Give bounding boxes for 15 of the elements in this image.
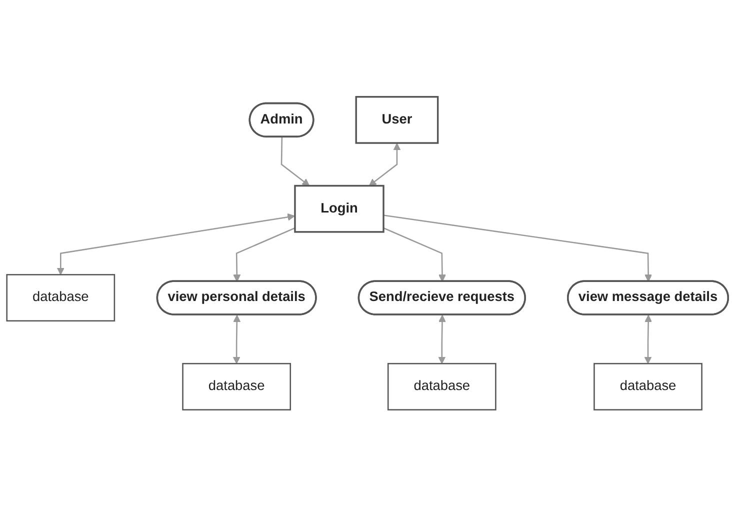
arrow [438,315,446,364]
arrow [233,228,296,282]
node-box: database [387,363,496,411]
arrow [232,315,241,364]
node-box: database [594,363,702,411]
arrow [56,214,295,276]
node-box: database [6,274,116,322]
node-box: Login [294,185,384,233]
arrow [383,228,446,282]
arrow [644,315,652,364]
node-box: User [355,96,439,144]
node-box: database [182,363,292,411]
arrow [280,137,310,186]
arrow [383,214,652,282]
arrow [368,143,401,186]
